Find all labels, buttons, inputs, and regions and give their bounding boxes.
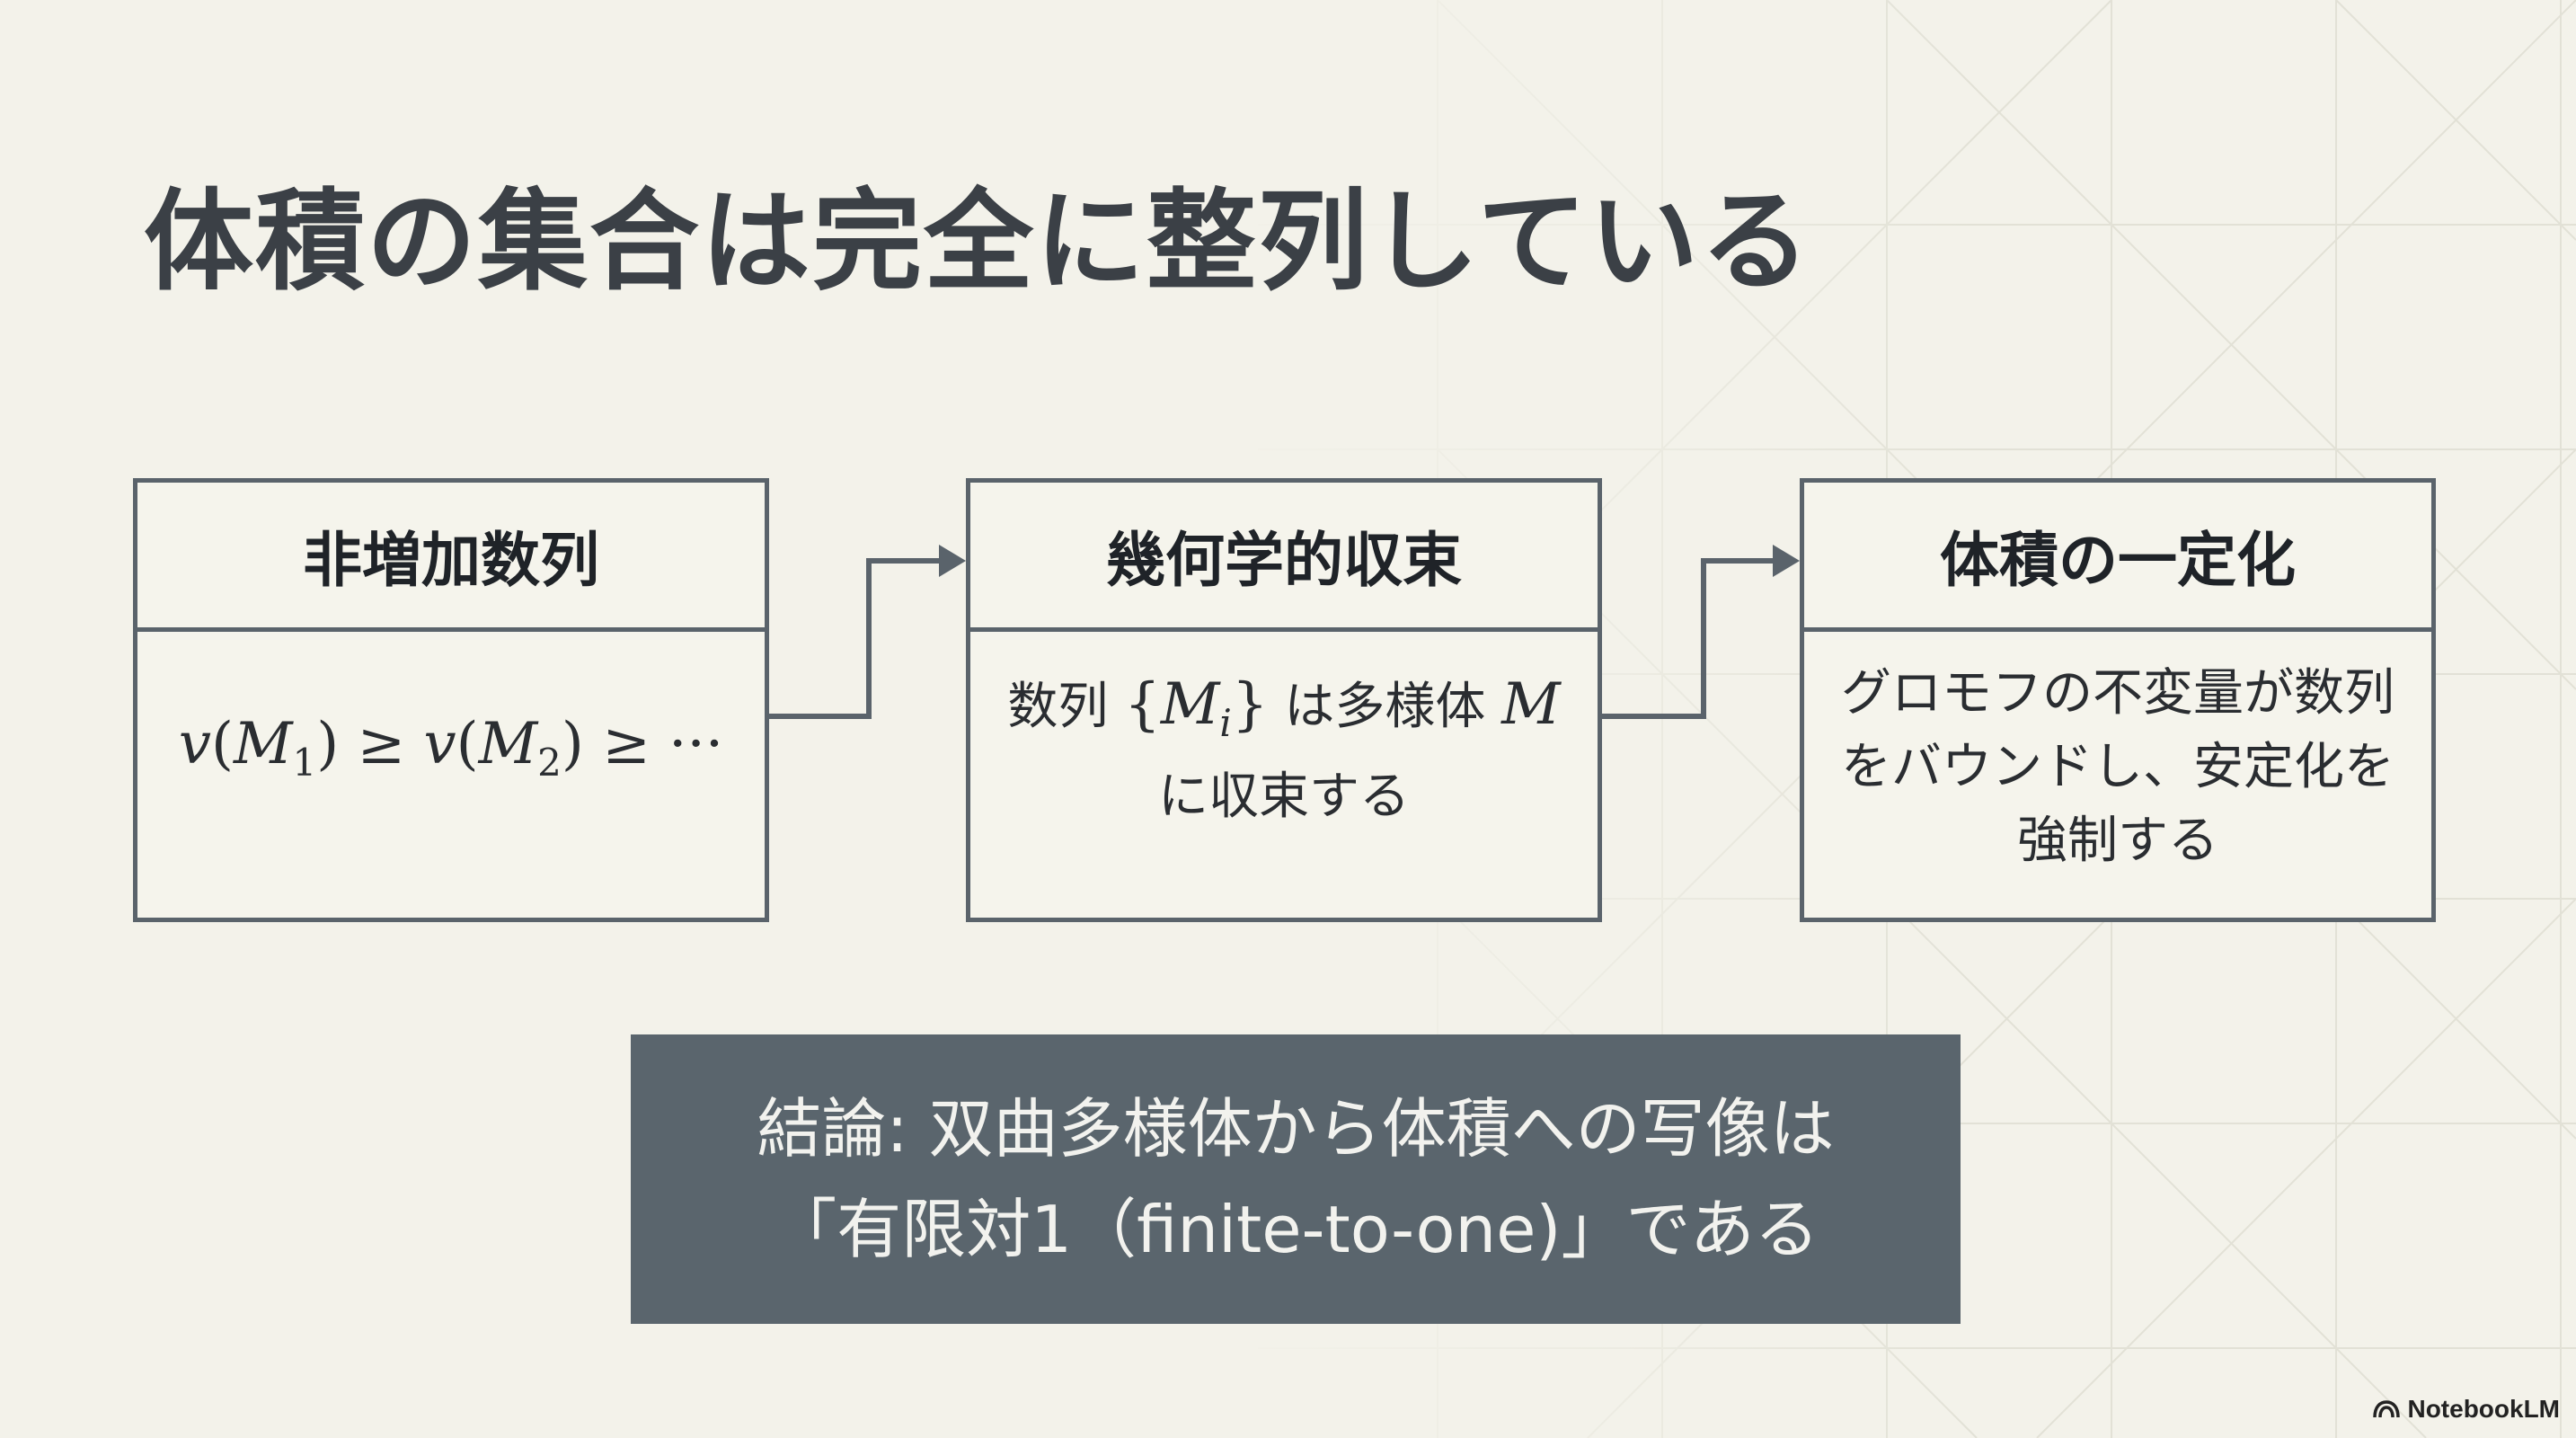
step-body-prefix: 数列 [1007,678,1109,736]
slide-title: 体積の集合は完全に整列している [144,178,1812,306]
step-body-line-3: 強制する [2017,812,2218,870]
step-body: v(M1) ≥ v(M2) ≥ ··· [137,632,765,918]
arrow-step2-to-step3 [1602,558,1777,719]
brand-name: NotebookLM [2407,1395,2560,1423]
manifold-symbol: M [1501,671,1561,738]
notebooklm-logo-icon [2373,1400,2401,1418]
arrow-head-icon [939,545,966,577]
step-body-line-2: をバウンドし、安定化を [1841,738,2395,796]
step-body-line-2: に収束する [1158,767,1410,826]
step-body: 数列 {Mi} は多様体 M に収束する [970,632,1598,918]
volume-inequality-formula: v(M1) ≥ v(M2) ≥ ··· [178,711,724,785]
step-box-geometric-convergence: 幾何学的収束 数列 {Mi} は多様体 M に収束する [966,478,1602,922]
step-header: 幾何学的収束 [970,483,1598,632]
step-body-mid: は多様体 [1284,678,1486,736]
sequence-formula: {Mi} [1124,671,1269,745]
step-body: グロモフの不変量が数列 をバウンドし、安定化を 強制する [1804,632,2431,918]
arrow-head-icon [1773,545,1800,577]
step-body-line-1: 数列 {Mi} は多様体 M [1007,668,1560,760]
arrow-step1-to-step2 [769,558,943,719]
step-box-non-increasing-sequence: 非増加数列 v(M1) ≥ v(M2) ≥ ··· [133,478,769,922]
step-header: 体積の一定化 [1804,483,2431,632]
step-box-volume-stabilization: 体積の一定化 グロモフの不変量が数列 をバウンドし、安定化を 強制する [1800,478,2436,922]
step-body-line-1: グロモフの不変量が数列 [1841,664,2395,723]
step-header: 非増加数列 [137,483,765,632]
notebooklm-watermark: NotebookLM [2373,1395,2560,1424]
conclusion-line-2: 「有限対1（finite-to-one)」である [772,1192,1819,1267]
conclusion-line-1: 結論: 双曲多様体から体積への写像は [757,1091,1835,1167]
conclusion-banner: 結論: 双曲多様体から体積への写像は 「有限対1（finite-to-one)」… [631,1034,1961,1324]
